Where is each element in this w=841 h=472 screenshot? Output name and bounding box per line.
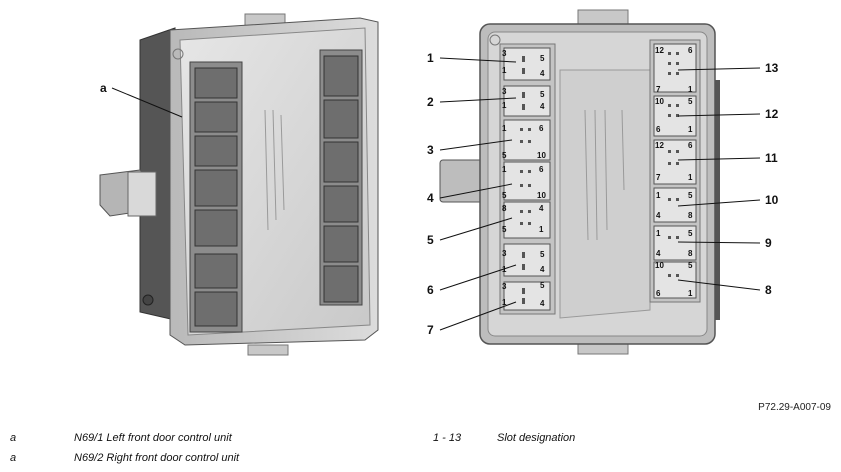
- legend-row-2: a: [10, 452, 16, 464]
- svg-text:4: 4: [540, 69, 545, 78]
- svg-text:1: 1: [502, 101, 507, 110]
- svg-text:10: 10: [655, 261, 664, 270]
- svg-text:1: 1: [539, 225, 544, 234]
- svg-text:6: 6: [688, 46, 693, 55]
- svg-text:5: 5: [540, 90, 545, 99]
- pin-numbers-left: 3 5 1 4 3 5 1 4 1 6 5 10 1 6 5 10 8 4 5 1 3 5 1 4 3 5…: [502, 49, 546, 308]
- legend-key: 1 - 13: [433, 432, 462, 444]
- svg-text:1: 1: [502, 298, 507, 307]
- callout-12: 12: [765, 107, 779, 121]
- svg-text:10: 10: [655, 97, 664, 106]
- svg-text:4: 4: [656, 249, 661, 258]
- svg-text:1: 1: [688, 289, 693, 298]
- svg-text:4: 4: [540, 265, 545, 274]
- svg-text:5: 5: [502, 225, 507, 234]
- legend-key: a: [10, 452, 17, 464]
- svg-text:5: 5: [688, 261, 693, 270]
- svg-text:6: 6: [539, 124, 544, 133]
- legend-text: Slot designation: [497, 432, 576, 444]
- callout-a: a: [100, 81, 107, 95]
- callout-3: 3: [427, 143, 434, 157]
- svg-text:5: 5: [502, 191, 507, 200]
- svg-text:8: 8: [688, 249, 693, 258]
- svg-text:1: 1: [502, 165, 507, 174]
- svg-text:4: 4: [656, 211, 661, 220]
- legend-text: N69/2 Right front door control unit: [74, 452, 240, 464]
- callout-4: 4: [427, 191, 434, 205]
- svg-text:1: 1: [656, 229, 661, 238]
- svg-text:12: 12: [655, 46, 664, 55]
- callout-8: 8: [765, 283, 772, 297]
- svg-text:1: 1: [502, 66, 507, 75]
- callout-11: 11: [765, 151, 778, 165]
- svg-text:8: 8: [688, 211, 693, 220]
- svg-text:3: 3: [502, 49, 507, 58]
- callout-1: 1: [427, 51, 434, 65]
- callout-13: 13: [765, 61, 779, 75]
- svg-text:5: 5: [688, 97, 693, 106]
- svg-text:3: 3: [502, 87, 507, 96]
- svg-text:1: 1: [656, 191, 661, 200]
- svg-text:7: 7: [656, 85, 661, 94]
- svg-text:1: 1: [502, 124, 507, 133]
- callout-9: 9: [765, 236, 772, 250]
- svg-text:5: 5: [688, 229, 693, 238]
- svg-text:5: 5: [688, 191, 693, 200]
- legend-text-3: Slot designation: [497, 432, 575, 444]
- svg-text:4: 4: [540, 299, 545, 308]
- control-unit-diagram: 3 5 1 4 3 5 1 4 1 6 5 10 1 6 5 10 8 4 5 1 3 5 1 4 3 5…: [99, 9, 779, 356]
- svg-text:1: 1: [688, 125, 693, 134]
- svg-text:8: 8: [502, 204, 507, 213]
- svg-text:6: 6: [539, 165, 544, 174]
- legend-key: a: [10, 432, 17, 444]
- callout-5: 5: [427, 233, 434, 247]
- legend-row-3: 1 - 13: [433, 432, 461, 444]
- svg-text:4: 4: [540, 102, 545, 111]
- svg-text:5: 5: [540, 250, 545, 259]
- svg-text:7: 7: [656, 173, 661, 182]
- legend-text: N69/1 Left front door control unit: [74, 432, 232, 444]
- svg-text:10: 10: [537, 191, 546, 200]
- callout-10: 10: [765, 193, 779, 207]
- svg-text:6: 6: [688, 141, 693, 150]
- svg-text:6: 6: [656, 125, 661, 134]
- leader-lines: [111, 57, 761, 331]
- legend-text-2: N69/2 Right front door control unit: [74, 452, 239, 464]
- svg-text:1: 1: [688, 173, 693, 182]
- legend-text-1: N69/1 Left front door control unit: [74, 432, 232, 444]
- svg-text:5: 5: [540, 281, 545, 290]
- figure-reference: P72.29-A007-09: [758, 402, 831, 413]
- svg-text:4: 4: [539, 204, 544, 213]
- svg-text:1: 1: [688, 85, 693, 94]
- svg-text:5: 5: [502, 151, 507, 160]
- svg-text:10: 10: [537, 151, 546, 160]
- svg-text:6: 6: [656, 289, 661, 298]
- svg-text:12: 12: [655, 141, 664, 150]
- callout-6: 6: [427, 283, 434, 297]
- right-unit-front: 3 5 1 4 3 5 1 4 1 6 5 10 1 6 5 10 8 4 5 1 3 5 1 4 3 5…: [439, 9, 720, 355]
- left-unit-perspective: [99, 13, 379, 356]
- callout-7: 7: [427, 323, 434, 337]
- pin-numbers-right: 12 6 7 1 10 5 6 1 12 6 7 1 1 5 4 8 1 5 4 8 10 5 6 1: [655, 46, 693, 298]
- legend-row-1: a: [10, 432, 16, 444]
- svg-text:1: 1: [502, 265, 507, 274]
- callout-2: 2: [427, 95, 434, 109]
- svg-text:3: 3: [502, 282, 507, 291]
- svg-text:5: 5: [540, 54, 545, 63]
- svg-text:3: 3: [502, 249, 507, 258]
